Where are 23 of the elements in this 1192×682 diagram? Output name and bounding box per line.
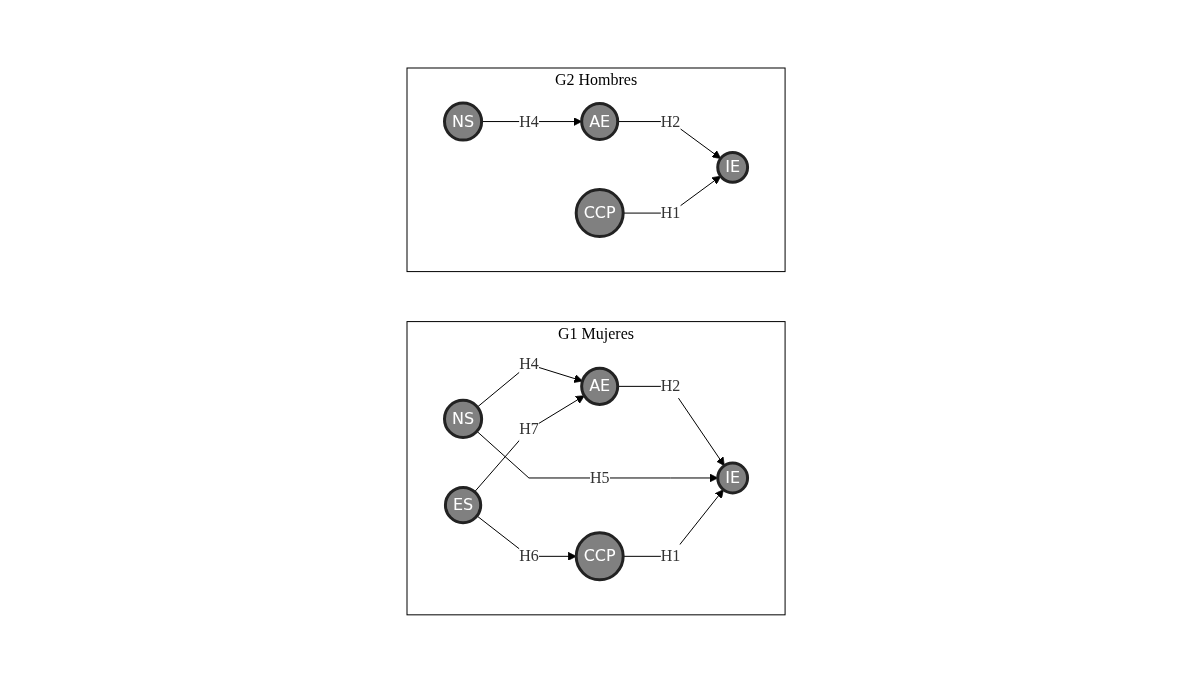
node-circle: ES [443, 485, 483, 524]
edge-label: H4 [519, 354, 539, 372]
edge-label: H6 [519, 546, 539, 564]
edge-label: H4 [519, 112, 539, 130]
node-circle: AE [580, 101, 620, 141]
edge-label: H2 [660, 376, 681, 394]
node-circle: CCP [574, 530, 625, 581]
arrow [622, 488, 724, 557]
edge-label: H5 [589, 468, 610, 486]
arrow [476, 515, 577, 561]
node-circle: AE [580, 366, 620, 406]
arrow [474, 394, 585, 492]
arrow [617, 385, 725, 466]
node-circle: NS [442, 101, 484, 142]
node-circle: NS [442, 398, 484, 439]
edge-label: H2 [660, 112, 681, 130]
edge-label: H7 [519, 420, 539, 438]
arrow [476, 430, 719, 482]
edge-label: H1 [660, 203, 681, 221]
node-circle: IE [716, 150, 750, 184]
node-circle: CCP [574, 187, 625, 238]
edge-label: H1 [660, 546, 681, 564]
node-circle: IE [716, 461, 750, 494]
